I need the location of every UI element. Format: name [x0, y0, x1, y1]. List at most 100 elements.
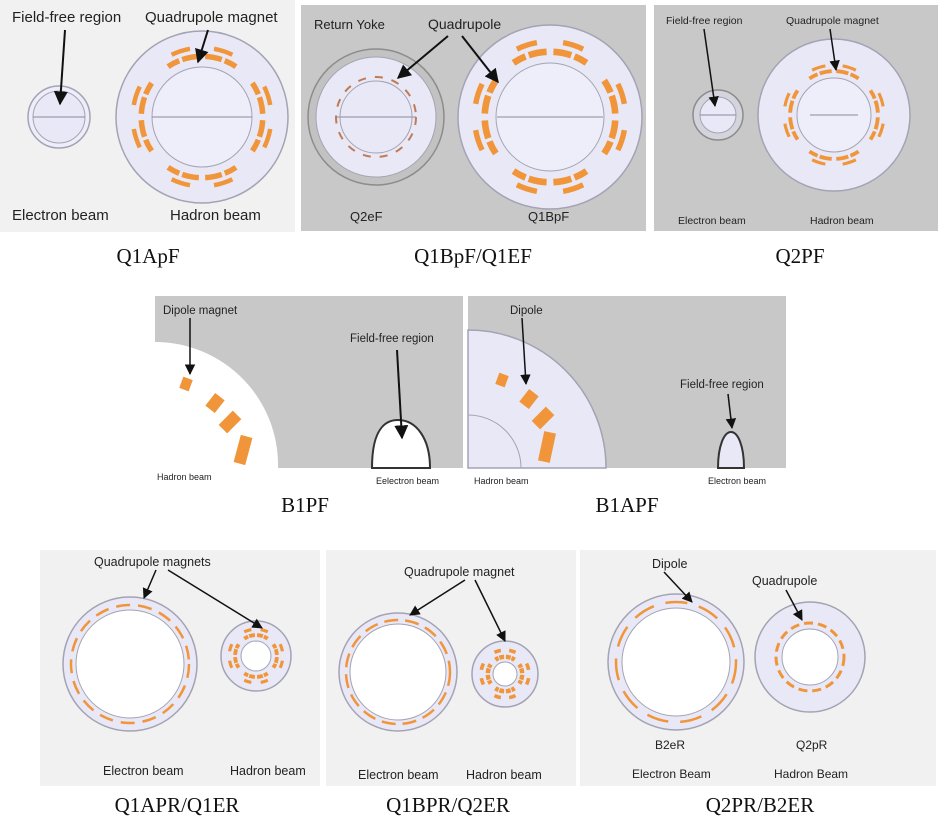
- coil-block-inner: [223, 58, 238, 69]
- coil-block-inner: [553, 48, 573, 59]
- coil-block-outer: [262, 128, 273, 149]
- coil-block-inner: [836, 154, 849, 161]
- label-quadrupole-magnet: Quadrupole magnet: [404, 565, 515, 579]
- panel-q2pf: Field-free region Quadrupole magnet Elec…: [654, 5, 938, 268]
- coil-block-inner: [517, 663, 523, 669]
- b1apf-dipole-body: [467, 329, 607, 469]
- coil-block-inner: [256, 120, 266, 138]
- coil-block-inner: [819, 154, 832, 161]
- arrow-field-free: [394, 349, 409, 440]
- caption-q2pr: Q2PR/B2ER: [706, 793, 815, 817]
- coil-block-inner: [273, 656, 279, 664]
- arrow-quad-left: [409, 579, 466, 616]
- coil-block-inner: [601, 78, 614, 94]
- arrow-quadrupole-left: [396, 35, 449, 79]
- label-return-yoke: Return Yoke: [314, 17, 385, 32]
- arrow-field-free: [703, 28, 719, 108]
- q1bpr-electron-coils: [344, 618, 452, 726]
- coil-block-inner: [234, 663, 241, 669]
- coil-block-inner: [517, 679, 523, 685]
- coil-block-inner: [485, 667, 491, 674]
- coil-block-outer: [472, 129, 485, 152]
- coil-block-inner: [234, 643, 241, 649]
- coil-block-inner: [143, 138, 154, 153]
- label-field-free-region: Field-free region: [666, 15, 743, 27]
- label-hadron-beam: Hadron beam: [810, 215, 874, 227]
- label-electron-beam: Electron beam: [103, 764, 184, 778]
- b1apf-dipole-coils: [495, 372, 556, 463]
- coil-block-outer: [227, 643, 234, 652]
- label-quadrupole-magnet: Quadrupole magnet: [145, 9, 278, 26]
- q2pr-coils: [774, 621, 846, 693]
- coil-block-outer: [783, 123, 791, 138]
- coil-block-inner: [481, 94, 492, 114]
- coil-block-outer: [278, 660, 285, 669]
- coil-block-inner: [808, 72, 819, 81]
- caption-q1apr: Q1APR/Q1ER: [115, 793, 240, 817]
- coil-block-outer: [213, 177, 234, 188]
- q1bpf-quadrupole: [457, 24, 643, 210]
- coil-block-inner: [868, 89, 877, 100]
- coil-block-inner: [271, 643, 278, 649]
- b2er-coils: [614, 600, 738, 724]
- label-electron-beam: Electron beam: [708, 476, 766, 486]
- coil-block-outer: [493, 648, 502, 655]
- coil-block-outer: [783, 92, 791, 107]
- label-electron-beam: Electron beam: [12, 207, 109, 224]
- coil-block-outer: [170, 177, 191, 188]
- coil-block-inner: [481, 120, 492, 140]
- label-hadron-beam: Hadron beam: [466, 768, 542, 782]
- coil-block-inner: [510, 656, 516, 662]
- coil-block-outer: [877, 123, 885, 138]
- label-field-free-region: Field-free region: [680, 379, 764, 391]
- coil-block-inner: [223, 165, 238, 176]
- panel-q1bpf: Return Yoke Quadrupole Q2eF Q1BpF Q1BpF/…: [301, 5, 646, 268]
- label-dipole-magnet: Dipole magnet: [163, 305, 238, 317]
- coil-block-outer: [524, 662, 531, 671]
- coil-block-inner: [143, 81, 154, 96]
- label-hadron-beam: Hadron beam: [157, 472, 212, 482]
- panel-q1apr: Quadrupole magnets Electron beam Hadron …: [40, 550, 320, 817]
- coil-block-outer: [615, 129, 628, 152]
- coil-block-inner: [608, 94, 619, 114]
- coil-block-inner: [138, 120, 148, 138]
- coil-block-inner: [505, 688, 512, 694]
- panel-b1pf: Dipole magnet Field-free region Hadron b…: [155, 296, 463, 517]
- arrow-quadrupole-right: [461, 35, 499, 84]
- b1pf-field-free-region: [370, 418, 432, 469]
- label-q2ef: Q2eF: [350, 209, 383, 224]
- caption-q1bpr: Q1BPR/Q2ER: [386, 793, 510, 817]
- q2pf-coils: [783, 64, 885, 166]
- electron-beam-pipe: [27, 85, 91, 149]
- coil-block-inner: [205, 53, 223, 63]
- label-electron-beam: Electron beam: [358, 768, 439, 782]
- b1apf-beam-pipe: [467, 414, 522, 469]
- coil-block-outer: [842, 158, 857, 166]
- label-quadrupole-magnets: Quadrupole magnets: [94, 555, 211, 569]
- return-yoke: [307, 48, 445, 186]
- coil-block-inner: [250, 138, 261, 153]
- coil-block-inner: [494, 686, 500, 692]
- q2pr-quadrupole: [754, 601, 866, 713]
- coil-block-outer: [811, 64, 826, 72]
- coil-block-inner: [233, 648, 239, 656]
- coil-block-inner: [273, 648, 279, 656]
- coil-block-outer: [842, 64, 857, 72]
- label-q1bpf: Q1BpF: [528, 209, 569, 224]
- coil-block-inner: [511, 53, 527, 66]
- arrow-quad-right: [474, 579, 506, 642]
- coil-block-outer: [524, 677, 531, 686]
- caption-b1pf: B1PF: [281, 493, 329, 517]
- q2pf-quadrupole: [757, 38, 911, 192]
- coil-block-inner: [808, 149, 819, 158]
- coil-block-inner: [553, 175, 573, 186]
- coil-block-inner: [256, 633, 264, 639]
- coil-block-inner: [256, 673, 264, 679]
- coil-block-inner: [498, 688, 505, 694]
- coil-block-outer: [811, 158, 826, 166]
- coil-block-inner: [527, 48, 547, 59]
- arrow-field-free: [53, 29, 68, 106]
- coil-block-inner: [819, 69, 832, 76]
- coil-block-inner: [601, 140, 614, 156]
